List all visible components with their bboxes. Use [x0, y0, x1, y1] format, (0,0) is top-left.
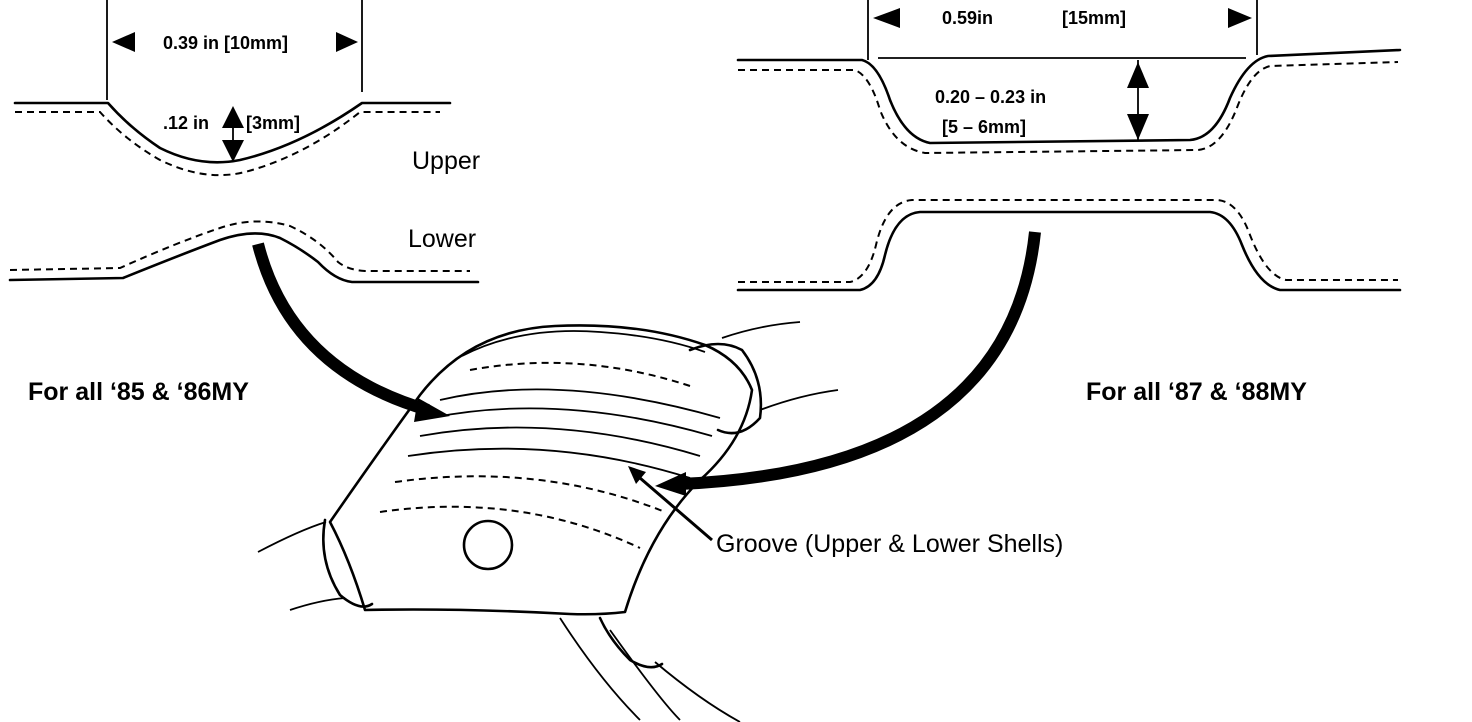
left-depth-dimension-mm: [3mm] [246, 113, 300, 133]
converter-top-seam [461, 330, 706, 357]
right-width-dimension: 0.59in [942, 8, 993, 28]
groove-band-dashed-1 [394, 475, 666, 513]
converter-body-outline [328, 324, 754, 616]
groove-callout-arrowhead-icon [628, 466, 646, 484]
right-depth-dimension-mm: [5 – 6mm] [942, 117, 1026, 137]
right-lower-shell-line [736, 210, 1402, 292]
upper-pipe-line-2 [759, 389, 839, 411]
lower-shell-label: Lower [408, 225, 476, 253]
right-depth-arrow-up-icon [1127, 62, 1149, 88]
lower-pipe-line-1 [609, 629, 681, 721]
left-pointer-arrow-shaft [252, 242, 430, 416]
right-groove-profile: 0.59in [15mm] 0.20 – 0.23 in [5 – 6mm] F… [736, 0, 1402, 406]
lower-right-collar [598, 616, 664, 669]
upper-pipe-line-1 [721, 321, 801, 339]
right-lower-shell-inner-line [738, 199, 1398, 283]
groove-band-1 [439, 388, 721, 419]
right-upper-shell-line [736, 48, 1402, 145]
depth-arrow-down-icon [222, 140, 244, 162]
groove-band-4 [407, 447, 691, 479]
lower-shell-inner-line [9, 220, 470, 272]
right-pointer-arrowhead-icon [655, 472, 686, 496]
groove-band-2 [429, 407, 713, 437]
right-pointer-arrow-shaft [679, 231, 1041, 490]
upper-shell-label: Upper [412, 147, 480, 175]
groove-band-dashed-2 [379, 505, 641, 549]
left-groove-profile: 0.39 in [10mm] .12 in [3mm] Upper Lower … [8, 0, 480, 406]
pointer-arrows [252, 231, 1041, 542]
lower-shell-profile-line [8, 232, 480, 284]
right-profile-caption: For all ‘87 & ‘88MY [1086, 378, 1307, 406]
left-profile-caption: For all ‘85 & ‘86MY [28, 378, 249, 406]
width-arrow-right-icon [336, 32, 358, 52]
right-depth-arrow-down-icon [1127, 114, 1149, 140]
lower-left-collar [322, 518, 374, 608]
groove-callout-label: Groove (Upper & Lower Shells) [716, 530, 1063, 558]
right-upper-shell-inner-line [738, 61, 1399, 155]
converter-housing-illustration [257, 321, 839, 722]
left-pipe-line-1 [257, 521, 327, 553]
left-pipe-line-2 [289, 597, 346, 611]
groove-band-3 [419, 426, 701, 457]
depth-arrow-up-icon [222, 106, 244, 128]
left-depth-dimension: .12 in [163, 113, 209, 133]
lower-pipe-line-3 [559, 617, 641, 721]
upper-shell-inner-line [15, 111, 440, 177]
right-depth-dimension: 0.20 – 0.23 in [935, 87, 1046, 107]
left-width-dimension: 0.39 in [10mm] [163, 33, 288, 53]
right-width-dimension-mm: [15mm] [1062, 8, 1126, 28]
upper-right-collar [688, 342, 763, 435]
sensor-port [462, 519, 514, 571]
right-width-arrow-right-icon [1228, 8, 1252, 28]
lower-pipe-line-2 [654, 661, 741, 722]
groove-band-dashed-top [469, 361, 691, 387]
width-arrow-left-icon [112, 32, 135, 52]
right-width-arrow-left-icon [873, 8, 900, 28]
upper-shell-profile-line [13, 101, 452, 164]
